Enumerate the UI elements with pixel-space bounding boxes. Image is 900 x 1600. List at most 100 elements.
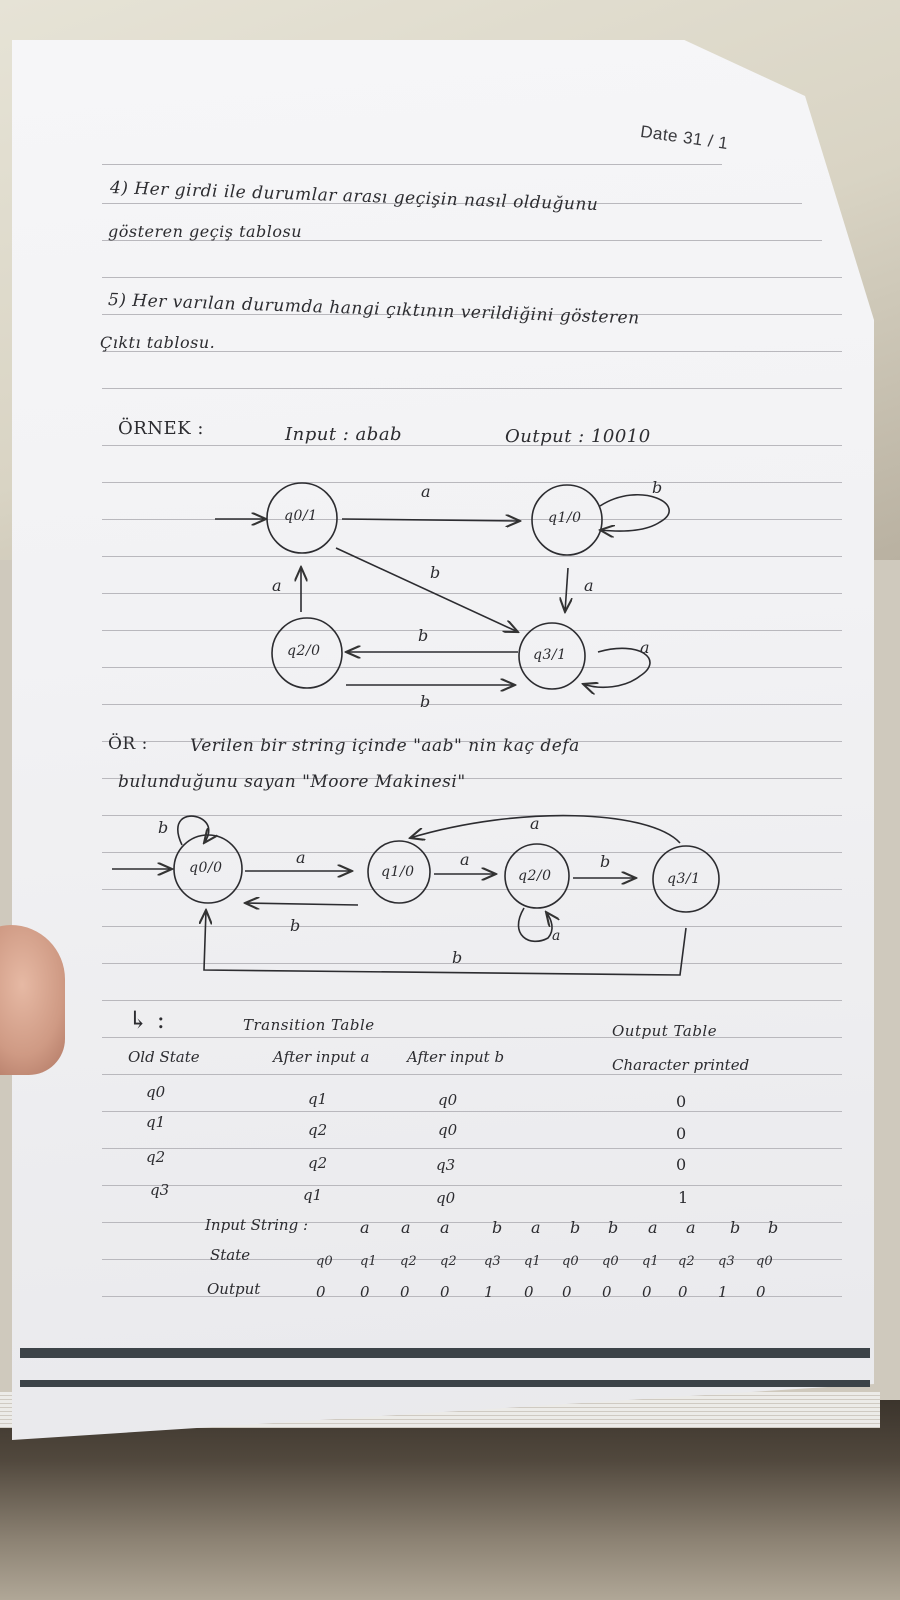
output-table-title: Output Table [612, 1022, 718, 1040]
edge-label: b [290, 916, 301, 935]
table-cell: q1 [308, 1090, 328, 1108]
ruled-line [102, 240, 822, 241]
table-cell: q0 [436, 1189, 456, 1207]
table-cell: q2 [146, 1148, 166, 1166]
trace-input-symbol: a [648, 1218, 658, 1237]
notebook-page [12, 40, 874, 1440]
trace-output-value: 0 [602, 1283, 612, 1301]
ruled-line [102, 388, 842, 389]
trace-state-value: q0 [602, 1254, 619, 1269]
trace-input-symbol: a [360, 1218, 370, 1237]
trace-input-symbol: a [531, 1218, 541, 1237]
trace-input-symbol: a [401, 1218, 411, 1237]
ruled-line [102, 1000, 842, 1001]
trace-output-value: 0 [400, 1283, 410, 1301]
state-circle-q1 [531, 484, 603, 556]
page-bottom-border [20, 1348, 870, 1358]
header-after-b: After input b [407, 1048, 505, 1066]
trace-output-value: 0 [642, 1283, 652, 1301]
trace-input-symbol: b [768, 1218, 779, 1237]
trace-output-value: 0 [440, 1283, 450, 1301]
example-1-input: Input : abab [285, 424, 403, 445]
edge-q3-q0 [204, 910, 687, 976]
ruled-line [102, 482, 842, 483]
ruled-line [102, 1111, 842, 1112]
ruled-line [102, 852, 842, 853]
edge-label: a [421, 482, 432, 501]
ruled-line [102, 889, 842, 890]
note-5-line-2: Çıktı tablosu. [100, 333, 216, 352]
ruled-line [102, 277, 842, 278]
state-q2-label: q2/0 [287, 643, 321, 659]
trace-output-value: 0 [678, 1283, 688, 1301]
table-cell: q3 [436, 1156, 456, 1174]
trace-output-value: 1 [718, 1283, 728, 1301]
edge-q1-q3 [565, 567, 568, 612]
table-cell: q3 [150, 1181, 170, 1199]
header-after-a: After input a [273, 1048, 370, 1066]
trace-state-label: State [210, 1246, 251, 1264]
ruled-line [102, 1222, 842, 1223]
state-q3-label: q3/1 [667, 871, 701, 887]
ruled-line [102, 1185, 842, 1186]
loop-q0 [176, 815, 209, 846]
table-cell: 1 [678, 1188, 689, 1207]
trace-input-label: Input String : [205, 1216, 309, 1234]
state-q1-label: q1/0 [548, 510, 582, 526]
state-q1-label: q1/0 [381, 864, 415, 880]
state-circle-q3 [652, 845, 720, 913]
trace-input-symbol: b [730, 1218, 741, 1237]
edge-label: a [460, 850, 471, 869]
state-circle-q3 [518, 622, 586, 690]
trace-output-value: 0 [360, 1283, 370, 1301]
example-2-line-2: bulunduğunu sayan "Moore Makinesi" [118, 772, 466, 792]
state-q2-label: q2/0 [518, 868, 552, 884]
edge-label: b [452, 948, 463, 967]
result-arrow: ↳ : [128, 1006, 166, 1034]
example-2-line-1: Verilen bir string içinde "aab" nin kaç … [190, 736, 580, 756]
edge-label: a [552, 928, 561, 944]
trace-state-value: q0 [316, 1254, 333, 1269]
trace-output-value: 0 [562, 1283, 572, 1301]
table-cell: 0 [676, 1092, 687, 1111]
ruled-line [102, 704, 842, 705]
trace-state-value: q0 [562, 1254, 579, 1269]
state-circle-q0 [266, 482, 338, 554]
edge-q1-q0 [245, 903, 359, 905]
trace-output-label: Output [207, 1280, 261, 1298]
edge-label: b [158, 818, 169, 837]
table-cell: q2 [308, 1121, 328, 1139]
trace-state-value: q0 [756, 1254, 773, 1269]
ruled-line [102, 445, 842, 446]
ruled-line [102, 926, 842, 927]
edge-q0-q3 [335, 547, 518, 632]
background-blanket [0, 1400, 900, 1600]
ruled-line [102, 741, 842, 742]
edge-label: b [430, 563, 441, 582]
trace-input-symbol: a [686, 1218, 696, 1237]
ruled-line [102, 778, 842, 779]
state-q0-label: q0/0 [189, 860, 223, 876]
loop-q3 [583, 647, 651, 687]
ruled-line [102, 815, 842, 816]
ruled-line [102, 1074, 842, 1075]
state-q3-label: q3/1 [533, 647, 567, 663]
edge-label: b [600, 852, 611, 871]
ruled-line [102, 519, 842, 520]
edge-q0-q1 [341, 519, 520, 521]
ruled-line [102, 556, 842, 557]
edge-label: a [530, 814, 541, 833]
note-4-line-2: gösteren geçiş tablosu [108, 222, 303, 241]
ruled-line [102, 1259, 842, 1260]
edge-q3-q1 [410, 814, 681, 844]
ruled-line [102, 203, 802, 204]
trace-output-value: 0 [756, 1283, 766, 1301]
ruled-line [102, 164, 722, 165]
trace-state-value: q2 [440, 1254, 457, 1269]
ruled-line [102, 1148, 842, 1149]
transition-table-title: Transition Table [243, 1016, 375, 1034]
table-cell: 0 [676, 1155, 687, 1174]
edge-label: a [584, 576, 595, 595]
trace-input-symbol: b [492, 1218, 503, 1237]
